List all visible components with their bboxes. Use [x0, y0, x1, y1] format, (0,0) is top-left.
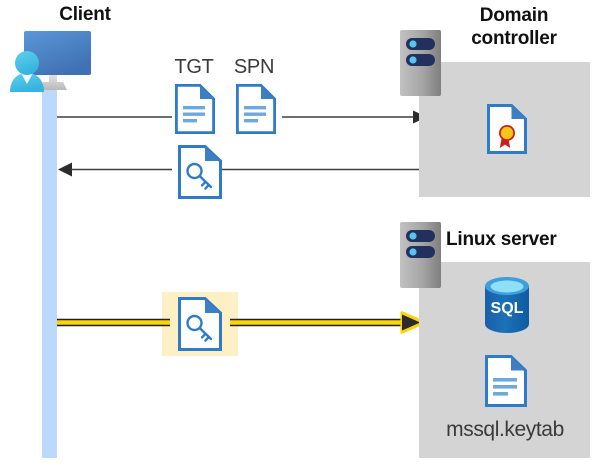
user-workstation-icon — [5, 26, 101, 96]
server-rack-icon-linux-server — [400, 222, 441, 288]
text-document-icon-tgt — [175, 84, 215, 134]
key-document-icon-service-ticket — [178, 297, 222, 351]
client-title: Client — [59, 4, 111, 25]
server-rack-icon-domain-controller — [400, 30, 441, 96]
domain-controller-title-line1: Domain — [479, 5, 549, 26]
tgt-label: TGT — [174, 56, 214, 78]
sql-label: SQL — [491, 300, 524, 317]
domain-controller-title-line2: controller — [471, 28, 557, 49]
key-document-icon-response — [178, 145, 222, 199]
keytab-document-icon — [485, 355, 527, 407]
client-lifeline — [42, 86, 57, 458]
linux-server-title: Linux server — [446, 229, 557, 250]
domain-controller-title: Domain controller — [438, 4, 590, 50]
message-service-ticket-arrow — [50, 311, 430, 335]
sql-database-icon: SQL — [482, 277, 532, 333]
text-document-icon-spn — [236, 84, 276, 134]
keytab-filename-label: mssql.keytab — [446, 418, 564, 441]
message-response-arrow — [50, 159, 430, 181]
certificate-document-icon — [487, 104, 527, 154]
spn-label: SPN — [233, 56, 275, 78]
